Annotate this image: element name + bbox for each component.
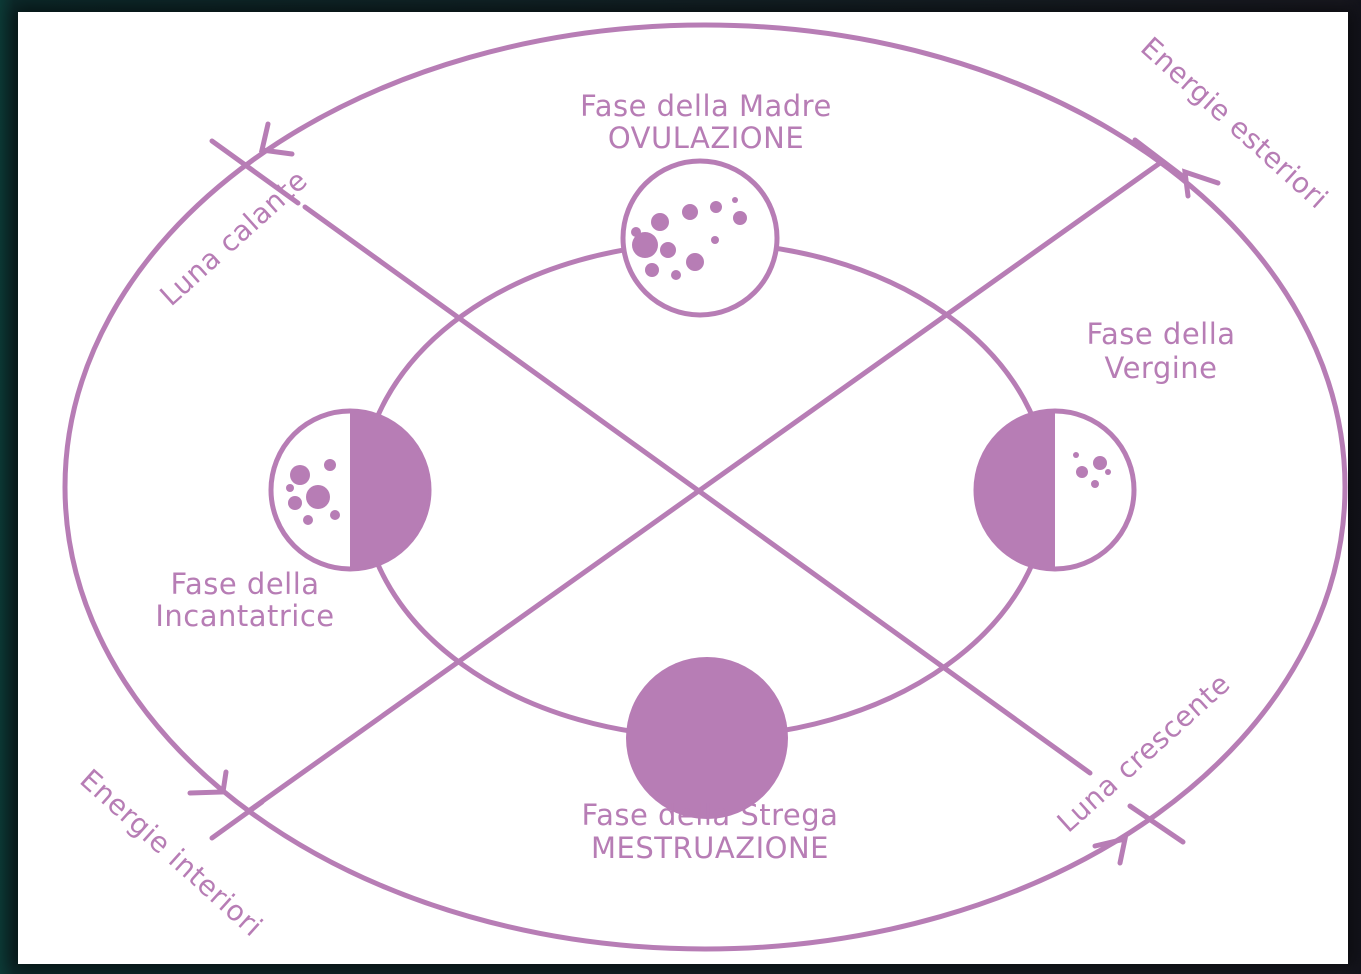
phase-bottom-title: Fase della Strega xyxy=(582,798,839,832)
phase-right-title: Fase della xyxy=(1086,317,1235,351)
last-quarter-moon-icon xyxy=(271,411,429,569)
first-quarter-moon-icon xyxy=(976,411,1134,569)
full-moon-icon xyxy=(623,161,777,315)
phase-top-title: Fase della Madre xyxy=(580,89,832,123)
new-moon-icon xyxy=(626,657,788,819)
phase-bottom-subtitle: MESTRUAZIONE xyxy=(591,831,829,865)
tick-top-right xyxy=(1135,140,1185,178)
phase-left-title: Fase della xyxy=(170,567,319,601)
waning-moon-label: Luna calante xyxy=(153,163,313,312)
phase-top-subtitle: OVULAZIONE xyxy=(608,121,804,155)
tick-bottom-left xyxy=(212,802,262,838)
inner-energy-label: Energie interiori xyxy=(74,763,269,944)
phase-right-subtitle: Vergine xyxy=(1104,351,1217,385)
outer-energy-label: Energie esteriori xyxy=(1134,31,1334,216)
phase-left-subtitle: Incantatrice xyxy=(155,599,334,633)
